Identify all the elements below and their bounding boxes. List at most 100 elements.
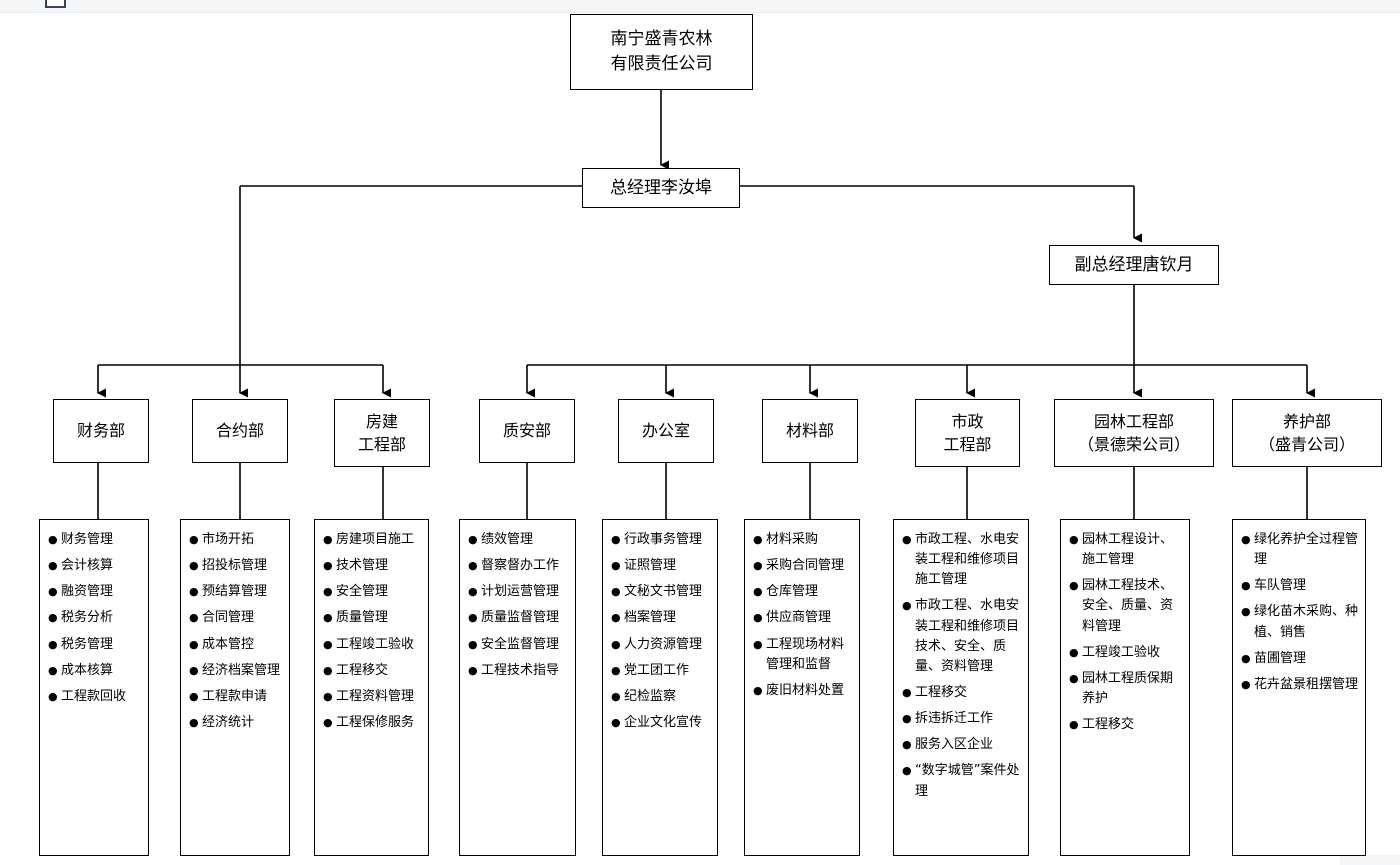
node-company-label: 南宁盛青农林 有限责任公司 xyxy=(610,29,713,74)
duty-item: ●工程竣工验收 xyxy=(323,635,422,655)
bullet-icon: ● xyxy=(1241,605,1251,619)
dept-box-municipal[interactable]: 市政 工程部 xyxy=(915,399,1020,467)
bullet-icon: ● xyxy=(48,585,58,599)
dept-box-contract[interactable]: 合约部 xyxy=(192,399,288,463)
bullet-icon: ● xyxy=(611,533,621,546)
bullet-icon: ● xyxy=(753,637,763,651)
duty-item: ●文秘文书管理 xyxy=(611,582,711,602)
duty-item-label: 废旧材料处置 xyxy=(766,682,845,698)
bullet-icon: ● xyxy=(1069,579,1079,593)
duty-item: ●工程移交 xyxy=(1069,715,1183,735)
dept-box-quality-safety[interactable]: 质安部 xyxy=(479,399,575,463)
duty-items: ●园林工程设计、施工管理●园林工程技术、安全、质量、资料管理●工程竣工验收●园林… xyxy=(1069,530,1183,735)
duty-item: ●仓库管理 xyxy=(753,582,853,602)
bullet-icon: ● xyxy=(902,685,912,699)
duty-item: ●工程现场材料管理和监督 xyxy=(753,635,853,675)
duty-item-label: 计划运营管理 xyxy=(481,584,560,600)
bullet-icon: ● xyxy=(189,637,199,651)
duty-item-label: 档案管理 xyxy=(624,610,677,626)
duty-list-material: ●材料采购●采购合同管理●仓库管理●供应商管理●工程现场材料管理和监督●废旧材料… xyxy=(744,519,860,856)
duty-item-label: 工程移交 xyxy=(915,684,968,700)
duty-item-label: 市场开拓 xyxy=(202,532,255,547)
duty-item-label: 工程移交 xyxy=(336,662,389,678)
duty-item: ●绿化养护全过程管理 xyxy=(1241,530,1359,570)
bullet-icon: ● xyxy=(468,663,478,677)
duty-item: ●工程款申请 xyxy=(189,687,283,707)
node-company[interactable]: 南宁盛青农林 有限责任公司 xyxy=(570,14,753,90)
bullet-icon: ● xyxy=(1241,677,1251,691)
dept-box-material[interactable]: 材料部 xyxy=(762,399,858,463)
bullet-icon: ● xyxy=(468,585,478,599)
duty-item-label: 督察督办工作 xyxy=(481,558,560,574)
duty-item-label: 采购合同管理 xyxy=(766,558,845,574)
duty-item: ●招投标管理 xyxy=(189,556,283,576)
duty-item: ●纪检监察 xyxy=(611,687,711,707)
bullet-icon: ● xyxy=(1241,533,1251,546)
duty-list-contract: ●市场开拓●招投标管理●预结算管理●合同管理●成本管控●经济档案管理●工程款申请… xyxy=(180,519,290,856)
duty-list-landscape: ●园林工程设计、施工管理●园林工程技术、安全、质量、资料管理●工程竣工验收●园林… xyxy=(1060,519,1190,856)
duty-item: ●花卉盆景租摆管理 xyxy=(1241,675,1359,695)
bullet-icon: ● xyxy=(468,637,478,651)
window-partial-icon[interactable] xyxy=(45,0,66,8)
duty-item-label: 质量监督管理 xyxy=(481,610,560,626)
duty-item-label: 服务入区企业 xyxy=(915,737,994,753)
bullet-icon: ● xyxy=(753,533,763,546)
bullet-icon: ● xyxy=(48,689,58,703)
duty-item: ●工程款回收 xyxy=(48,687,142,707)
dept-box-landscape[interactable]: 园林工程部 （景德荣公司） xyxy=(1054,399,1214,467)
duty-items: ●绩效管理●督察督办工作●计划运营管理●质量监督管理●安全监督管理●工程技术指导 xyxy=(468,530,569,681)
duty-item: ●预结算管理 xyxy=(189,582,283,602)
duty-item-label: “数字城管”案件处理 xyxy=(915,763,1020,799)
duty-item-label: 工程技术指导 xyxy=(481,662,560,678)
duty-items: ●绿化养护全过程管理●车队管理●绿化苗木采购、种植、销售●苗圃管理●花卉盆景租摆… xyxy=(1241,530,1359,695)
duty-item: ●质量监督管理 xyxy=(468,608,569,628)
bullet-icon: ● xyxy=(902,764,912,778)
dept-box-building[interactable]: 房建 工程部 xyxy=(334,399,430,467)
dept-box-office[interactable]: 办公室 xyxy=(618,399,714,463)
duty-item: ●经济统计 xyxy=(189,713,283,733)
duty-item: ●供应商管理 xyxy=(753,608,853,628)
bullet-icon: ● xyxy=(189,663,199,677)
bullet-icon: ● xyxy=(48,637,58,651)
node-deputy-general-manager[interactable]: 副总经理唐钦月 xyxy=(1049,245,1219,285)
duty-item: ●工程移交 xyxy=(323,661,422,681)
duty-item: ●行政事务管理 xyxy=(611,530,711,550)
duty-item-label: 园林工程技术、安全、质量、资料管理 xyxy=(1082,578,1174,634)
node-general-manager-label: 总经理李汝埠 xyxy=(610,177,712,198)
duty-item: ●质量管理 xyxy=(323,608,422,628)
duty-item: ●园林工程技术、安全、质量、资料管理 xyxy=(1069,576,1183,636)
dept-label: 园林工程部 （景德荣公司） xyxy=(1077,411,1190,454)
duty-item: ●合同管理 xyxy=(189,608,283,628)
duty-item-label: 房建项目施工 xyxy=(336,532,415,547)
duty-item-label: 会计核算 xyxy=(61,558,114,574)
bullet-icon: ● xyxy=(323,611,333,625)
duty-item-label: 绿化养护全过程管理 xyxy=(1254,532,1359,568)
duty-item: ●苗圃管理 xyxy=(1241,649,1359,669)
bullet-icon: ● xyxy=(1069,533,1079,546)
duty-list-maintenance: ●绿化养护全过程管理●车队管理●绿化苗木采购、种植、销售●苗圃管理●花卉盆景租摆… xyxy=(1232,519,1366,856)
duty-items: ●房建项目施工●技术管理●安全管理●质量管理●工程竣工验收●工程移交●工程资料管… xyxy=(323,530,422,733)
duty-item: ●车队管理 xyxy=(1241,576,1359,596)
duty-item: ●采购合同管理 xyxy=(753,556,853,576)
duty-item: ●会计核算 xyxy=(48,556,142,576)
bullet-icon: ● xyxy=(468,559,478,573)
bullet-icon: ● xyxy=(611,715,621,729)
duty-items: ●财务管理●会计核算●融资管理●税务分析●税务管理●成本核算●工程款回收 xyxy=(48,530,142,707)
node-general-manager[interactable]: 总经理李汝埠 xyxy=(582,168,740,208)
bullet-icon: ● xyxy=(48,611,58,625)
duty-item: ●工程移交 xyxy=(902,683,1022,703)
bullet-icon: ● xyxy=(753,585,763,599)
dept-box-finance[interactable]: 财务部 xyxy=(53,399,149,463)
duty-item: ●财务管理 xyxy=(48,530,142,550)
duty-item-label: 车队管理 xyxy=(1254,578,1307,594)
duty-item-label: 苗圃管理 xyxy=(1254,650,1307,666)
duty-item-label: 质量管理 xyxy=(336,610,389,626)
dept-box-maintenance[interactable]: 养护部 （盛青公司） xyxy=(1232,399,1382,467)
duty-item: ●计划运营管理 xyxy=(468,582,569,602)
duty-list-quality-safety: ●绩效管理●督察督办工作●计划运营管理●质量监督管理●安全监督管理●工程技术指导 xyxy=(459,519,576,856)
duty-item-label: 材料采购 xyxy=(766,532,819,547)
duty-item-label: 企业文化宣传 xyxy=(624,714,703,730)
duty-item: ●服务入区企业 xyxy=(902,735,1022,755)
duty-item-label: 经济档案管理 xyxy=(202,662,281,678)
